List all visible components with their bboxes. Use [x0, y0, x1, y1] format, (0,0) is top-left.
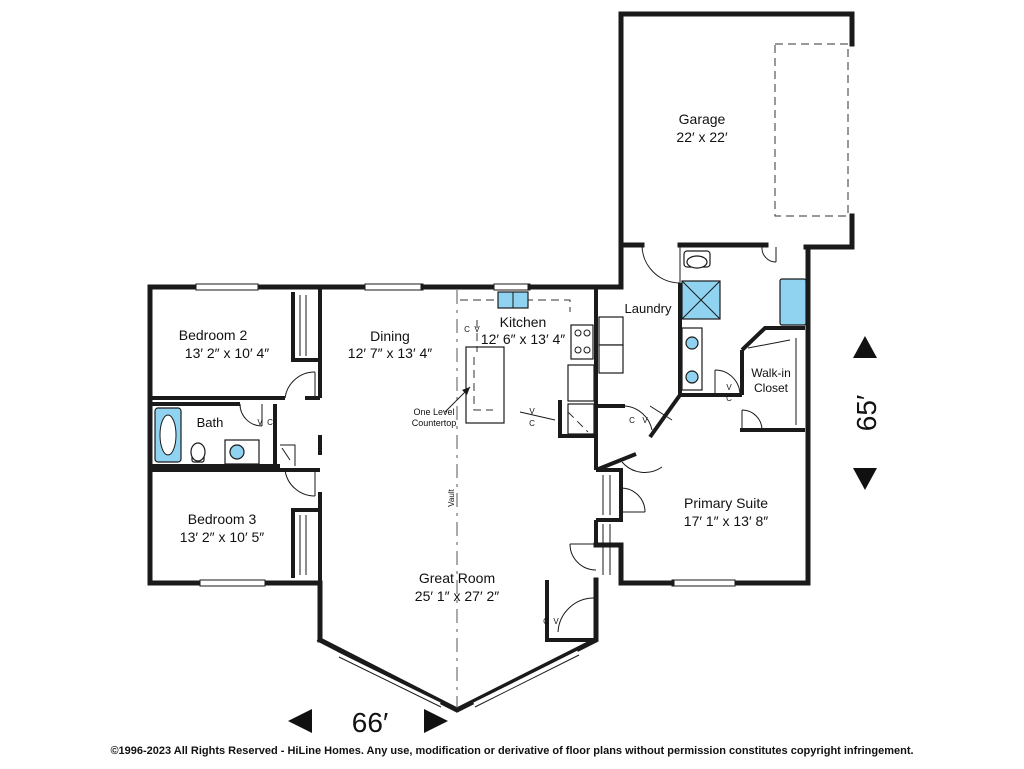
arrow-right-icon — [424, 709, 448, 733]
primary-suite-size: 17′ 1″ x 13′ 8″ — [684, 513, 768, 529]
depth-label: 65′ — [851, 395, 882, 431]
laundry-name: Laundry — [625, 301, 672, 316]
countertop-note-line1: One Level — [413, 407, 454, 417]
great-room-size: 25′ 1″ x 27′ 2″ — [415, 588, 499, 604]
garage-size: 22′ x 22′ — [676, 129, 728, 145]
great-room-name: Great Room — [419, 570, 495, 586]
main-body — [316, 283, 599, 713]
cv-c: C — [726, 394, 732, 403]
vault-label: Vault — [447, 488, 456, 506]
bedroom3-name: Bedroom 3 — [188, 511, 257, 527]
primary-suite-name: Primary Suite — [684, 495, 768, 511]
cv-markers: C V V C V C C V V C C V — [257, 325, 732, 626]
kitchen — [444, 283, 599, 438]
walk-in-closet-line2: Closet — [754, 381, 789, 395]
cv-c: C — [629, 416, 635, 425]
bedroom2-name: Bedroom 2 — [179, 327, 248, 343]
cv-v: V — [726, 383, 732, 392]
cv-c: C — [529, 419, 535, 428]
kitchen-size: 12′ 6″ x 13′ 4″ — [481, 331, 565, 347]
laundry — [593, 242, 682, 431]
depth-dimension: 65′ — [851, 336, 882, 490]
garage-name: Garage — [679, 111, 726, 127]
dining-size: 12′ 7″ x 13′ 4″ — [348, 345, 432, 361]
cv-v: V — [257, 418, 263, 427]
cv-v: V — [529, 407, 535, 416]
bedroom2-size: 13′ 2″ x 10′ 4″ — [185, 345, 269, 361]
copyright-notice: ©1996-2023 All Rights Reserved - HiLine … — [110, 745, 914, 757]
cv-c: C — [543, 617, 549, 626]
cv-v: V — [474, 325, 480, 334]
countertop-note-line2: Countertop — [412, 418, 457, 428]
primary-suite — [569, 244, 811, 587]
garage — [618, 11, 855, 284]
dining-name: Dining — [370, 328, 410, 344]
arrow-up-icon — [853, 336, 877, 358]
cv-v: V — [642, 416, 648, 425]
arrow-down-icon — [853, 468, 877, 490]
room-labels: Garage 22′ x 22′ Laundry Kitchen 12′ 6″ … — [179, 111, 791, 604]
kitchen-name: Kitchen — [500, 314, 547, 330]
cv-c: C — [464, 325, 470, 334]
arrow-left-icon — [288, 709, 312, 733]
cv-v: V — [553, 617, 559, 626]
cv-c: C — [267, 418, 273, 427]
width-label: 66′ — [352, 707, 388, 738]
walk-in-closet-line1: Walk-in — [751, 366, 791, 380]
bedroom3-size: 13′ 2″ x 10′ 5″ — [180, 529, 264, 545]
bedroom-wing — [147, 283, 368, 643]
bath-name: Bath — [197, 415, 224, 430]
width-dimension: 66′ — [288, 707, 448, 738]
